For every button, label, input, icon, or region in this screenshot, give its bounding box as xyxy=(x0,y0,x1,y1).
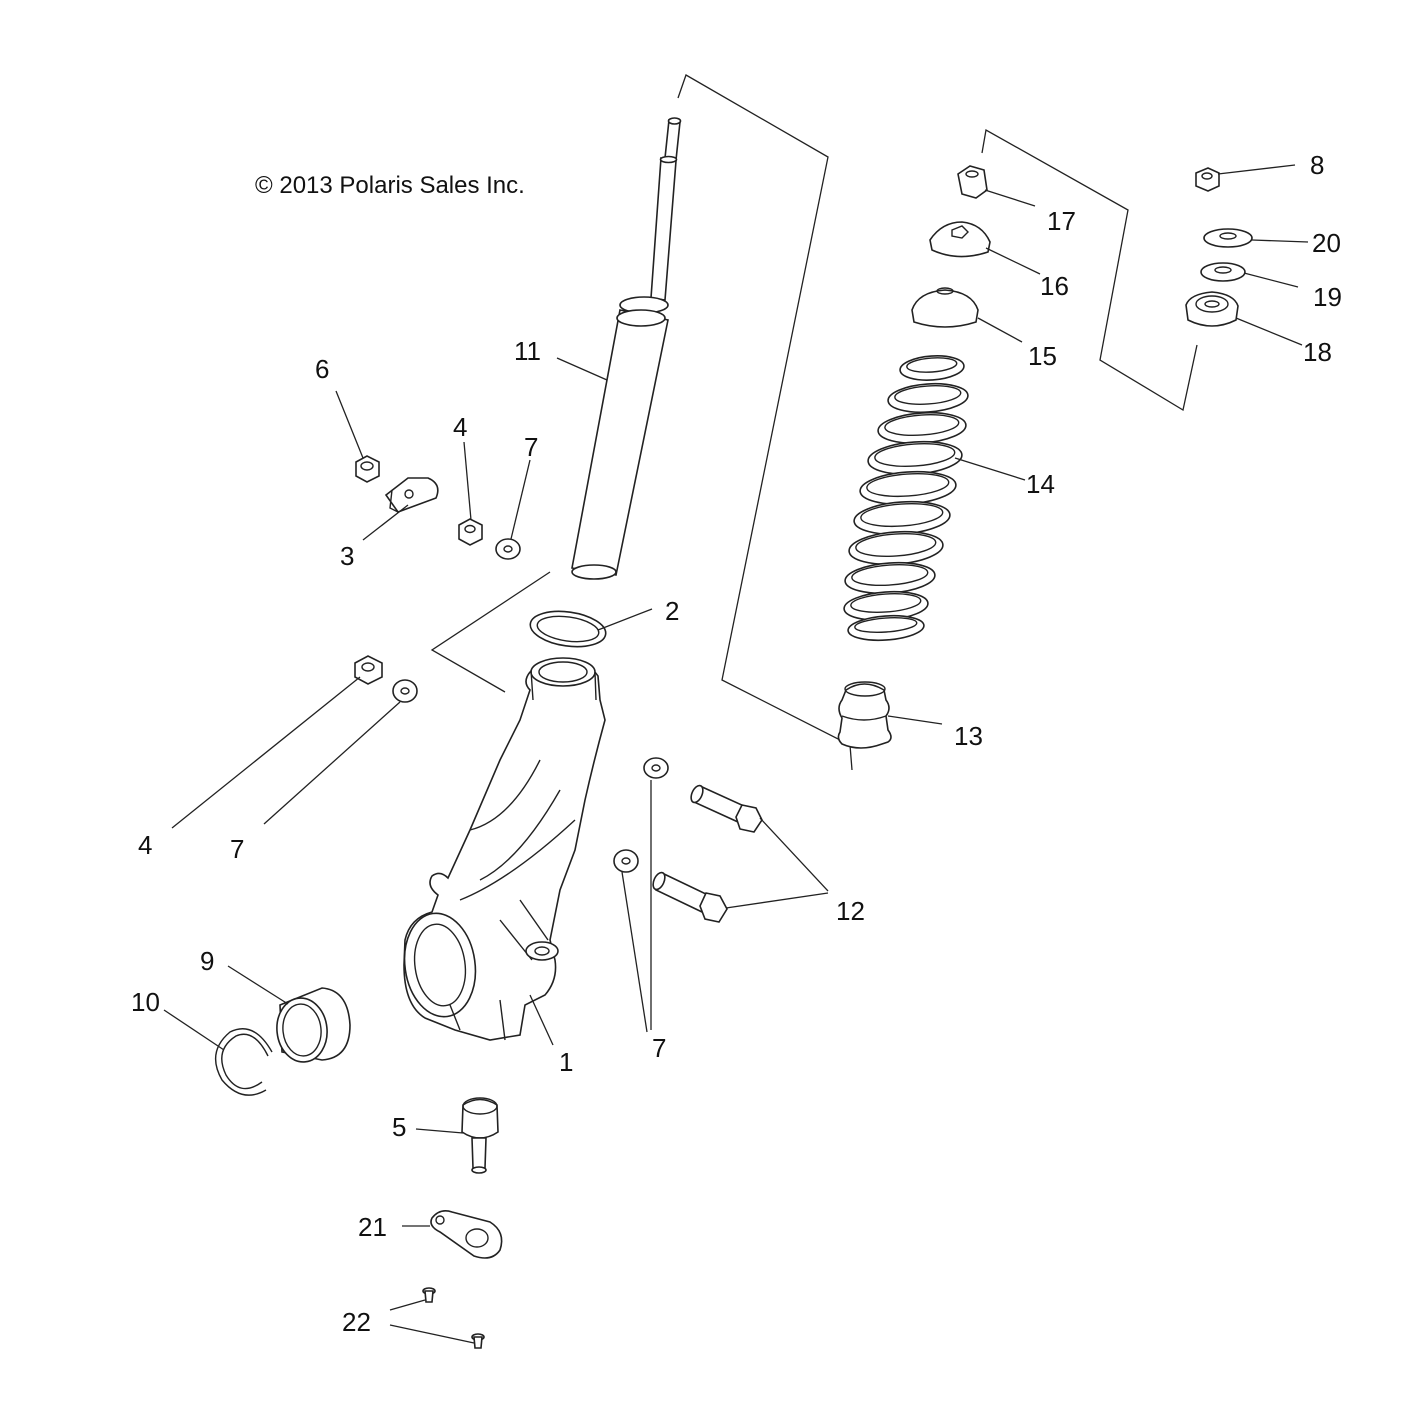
washer-part-7-right-upper[interactable] xyxy=(643,757,669,779)
callout-15: 15 xyxy=(1028,341,1057,371)
spring-coil-inner xyxy=(855,532,937,558)
callout-6: 6 xyxy=(315,354,329,384)
callout-4-upper: 4 xyxy=(453,412,467,442)
retainer-part-16[interactable] xyxy=(929,221,991,258)
spring-coil xyxy=(847,614,925,642)
spring-coil-inner xyxy=(906,357,958,373)
nut-part-4-upper[interactable] xyxy=(458,518,483,546)
bump-stop-part-13[interactable] xyxy=(837,681,892,749)
callout-10: 10 xyxy=(131,987,160,1017)
spring-seat-part-15[interactable] xyxy=(911,287,979,328)
clamp-part-3[interactable] xyxy=(384,477,439,513)
spring-coil-inner xyxy=(854,616,918,634)
spring-assembly-frame xyxy=(981,128,1198,412)
bearing-part-9[interactable] xyxy=(274,987,351,1064)
callout-3: 3 xyxy=(340,541,354,571)
bolt-part-12-lower[interactable] xyxy=(651,871,728,923)
callout-17: 17 xyxy=(1047,206,1076,236)
callout-7-upper: 7 xyxy=(524,432,538,462)
callout-7-lower: 7 xyxy=(652,1033,666,1063)
callout-21: 21 xyxy=(358,1212,387,1242)
callout-22: 22 xyxy=(342,1307,371,1337)
callout-16: 16 xyxy=(1040,271,1069,301)
callout-20: 20 xyxy=(1312,228,1341,258)
spring-coil xyxy=(899,355,965,381)
callout-12: 12 xyxy=(836,896,865,926)
copyright-text: © 2013 Polaris Sales Inc. xyxy=(255,172,525,199)
callout-11: 11 xyxy=(514,336,541,366)
callout-9: 9 xyxy=(200,946,214,976)
screw-part-22-lower[interactable] xyxy=(471,1333,485,1349)
bolt-part-12-upper[interactable] xyxy=(689,784,763,833)
washer-part-7-upper[interactable] xyxy=(495,538,521,560)
nut-part-17[interactable] xyxy=(957,165,988,199)
callout-2: 2 xyxy=(665,596,679,626)
washer-part-7-right-lower[interactable] xyxy=(613,849,639,873)
spring-coil-inner xyxy=(874,442,956,468)
snap-ring-part-10[interactable] xyxy=(214,1028,273,1096)
washer-part-19[interactable] xyxy=(1200,262,1246,282)
spring-coil-inner xyxy=(884,414,960,437)
callout-18: 18 xyxy=(1303,337,1332,367)
knuckle-frame xyxy=(430,571,551,693)
spring-coil-inner xyxy=(866,472,950,498)
knuckle-part-1[interactable] xyxy=(398,657,606,1041)
screw-part-22-upper[interactable] xyxy=(422,1287,436,1303)
spring-coil-inner xyxy=(894,385,962,405)
washer-part-7-left[interactable] xyxy=(392,679,418,703)
leader-lines xyxy=(163,164,1309,1344)
callout-8: 8 xyxy=(1310,150,1324,180)
strut-assembly-frame xyxy=(677,74,853,771)
callout-13: 13 xyxy=(954,721,983,751)
callout-1: 1 xyxy=(559,1047,573,1077)
ball-joint-part-5[interactable] xyxy=(461,1097,499,1174)
callout-4-left: 4 xyxy=(138,830,152,860)
nut-part-6[interactable] xyxy=(355,455,380,483)
strut-part-11[interactable] xyxy=(571,117,682,580)
callout-19: 19 xyxy=(1313,282,1342,312)
washer-part-20[interactable] xyxy=(1203,228,1253,248)
oring-part-2[interactable] xyxy=(528,607,608,651)
nut-part-8[interactable] xyxy=(1195,167,1220,192)
coil-spring-part-14[interactable] xyxy=(843,354,969,643)
spring-coil-inner xyxy=(860,502,944,528)
callout-14: 14 xyxy=(1026,469,1055,499)
plate-part-21[interactable] xyxy=(430,1210,503,1259)
callout-5: 5 xyxy=(392,1112,406,1142)
callout-numbers: 1 2 3 4 4 5 6 7 7 7 8 9 10 11 12 13 14 1… xyxy=(131,150,1342,1337)
spring-coil-inner xyxy=(851,563,929,587)
spring-coil-inner xyxy=(850,593,922,614)
callout-7-left: 7 xyxy=(230,834,244,864)
mount-part-18[interactable] xyxy=(1185,291,1239,327)
nut-part-4-left[interactable] xyxy=(354,655,383,685)
